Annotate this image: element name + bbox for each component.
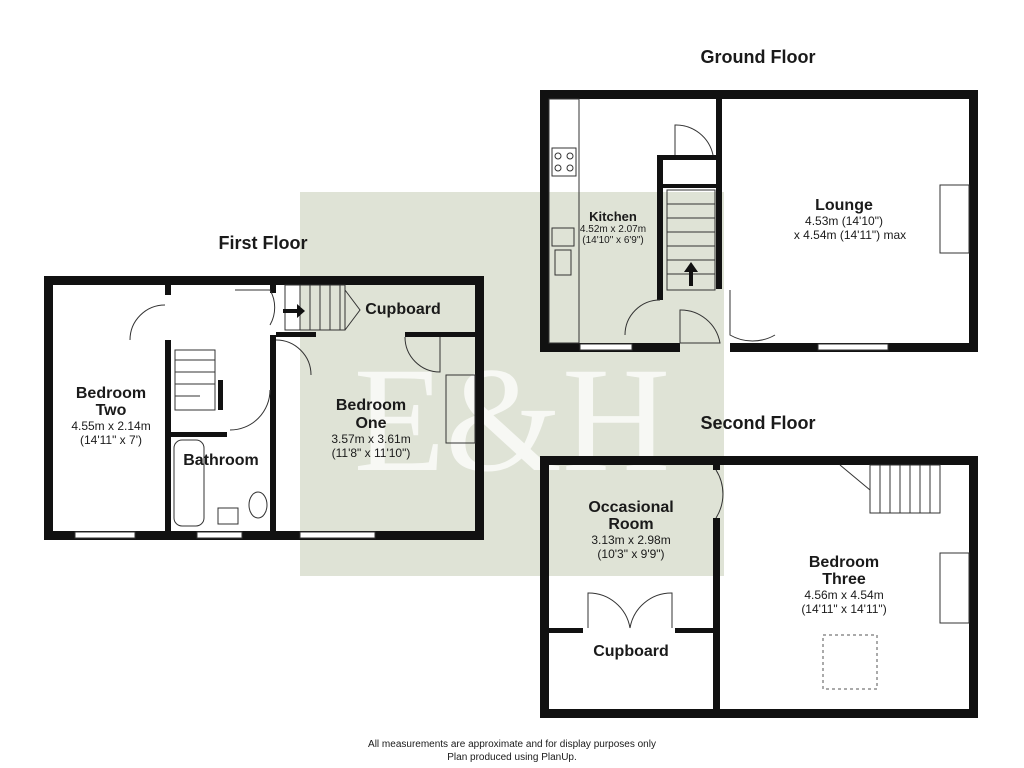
first-floor-title: First Floor [219, 233, 308, 253]
room-dim-lounge-line2: x 4.54m (14'11") max [794, 228, 906, 242]
room-dim-bedroom-two: 4.55m x 2.14m [71, 419, 150, 433]
room-name-bedroom-three: Bedroom [809, 554, 879, 571]
room-name-cupboard-second: Cupboard [593, 643, 669, 660]
second-floor-title: Second Floor [700, 413, 815, 433]
second-floor-plan [540, 456, 978, 718]
room-name-bedroom-one: Bedroom [336, 397, 406, 414]
room-dim-imperial-kitchen: (14'10" x 6'9") [582, 235, 644, 246]
arrow-right-icon [283, 304, 305, 318]
first-floor-plan [44, 276, 484, 540]
room-name-bedroom-one-line2: One [355, 415, 386, 432]
room-dim-bedroom-one: 3.57m x 3.61m [331, 432, 410, 446]
chimney-breast [939, 552, 970, 624]
chimney-breast [445, 374, 476, 444]
ground-floor-title: Ground Floor [701, 47, 816, 67]
room-dim-imperial-bedroom-one: (11'8" x 11'10") [332, 446, 411, 460]
room-dim-kitchen: 4.52m x 2.07m [580, 224, 646, 235]
room-dim-lounge: 4.53m (14'10") [805, 214, 883, 228]
room-name-occasional-room-line2: Room [608, 516, 653, 533]
room-name-bedroom-three-line2: Three [822, 571, 866, 588]
room-name-kitchen: Kitchen [589, 209, 637, 224]
room-name-bathroom: Bathroom [183, 452, 259, 469]
room-name-cupboard-first: Cupboard [365, 301, 441, 318]
staircase [284, 284, 361, 331]
room-name-bedroom-two-line2: Two [96, 402, 127, 419]
room-name-lounge: Lounge [815, 197, 873, 214]
room-dim-imperial-bedroom-three: (14'11" x 14'11") [801, 602, 886, 616]
bath [173, 439, 205, 527]
room-dim-imperial-occasional-room: (10'3" x 9'9") [597, 547, 664, 561]
watermark-logo: E&H [354, 337, 671, 503]
skylight [822, 634, 878, 690]
footer-disclaimer: All measurements are approximate and for… [368, 739, 656, 750]
arrow-up-icon [684, 262, 698, 286]
room-name-bedroom-two: Bedroom [76, 385, 146, 402]
sink [217, 507, 239, 525]
ground-floor-plan [540, 90, 978, 352]
staircase [839, 464, 941, 514]
footer-credit: Plan produced using PlanUp. [447, 752, 577, 763]
watermark-background [300, 192, 724, 576]
room-dim-bedroom-three: 4.56m x 4.54m [804, 588, 883, 602]
chimney-breast [939, 184, 970, 254]
kitchen-sink [551, 227, 575, 247]
toilet [248, 491, 268, 519]
room-name-occasional-room: Occasional [588, 499, 673, 516]
room-dim-imperial-bedroom-two: (14'11" x 7') [80, 433, 142, 447]
room-dim-occasional-room: 3.13m x 2.98m [591, 533, 670, 547]
staircase [174, 349, 216, 411]
